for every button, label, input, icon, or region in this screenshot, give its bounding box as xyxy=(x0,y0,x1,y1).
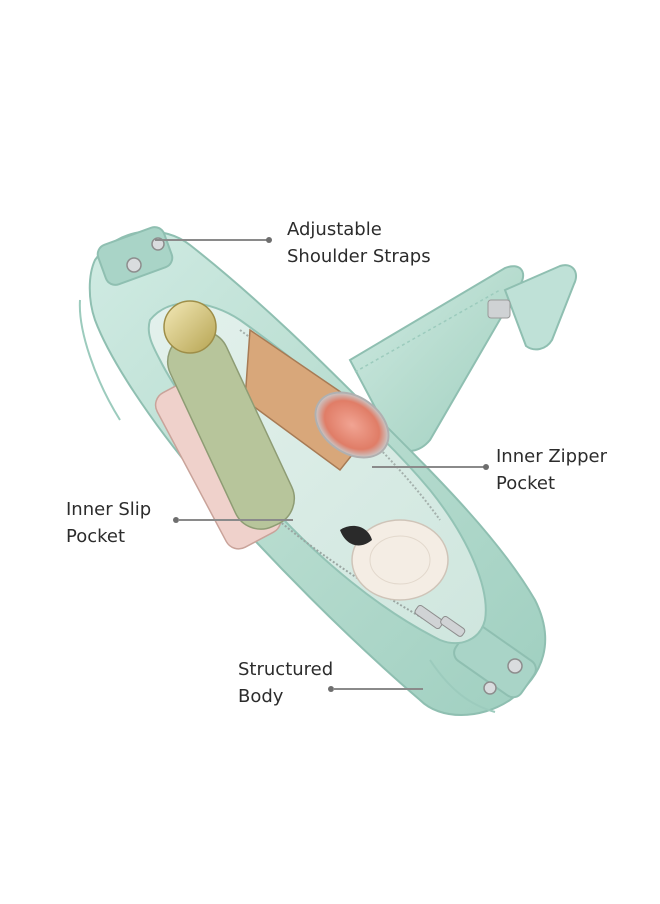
callout-line: Pocket xyxy=(66,526,126,547)
callout-line: Pocket xyxy=(496,473,556,494)
strap-buckle-icon xyxy=(487,299,511,319)
inner-slip-pocket-zipper xyxy=(174,409,441,629)
callout-inner-slip-pocket: Inner Slip Pocket xyxy=(66,496,151,550)
callout-line: Structured xyxy=(238,659,334,680)
callout-adjustable-shoulder-straps: Adjustable Shoulder Straps xyxy=(287,216,431,270)
callout-structured-body: Structured Body xyxy=(238,656,333,710)
body-leader-line xyxy=(333,688,423,690)
shoulder-strap-flap xyxy=(348,264,578,452)
strap-leader-dot xyxy=(266,237,272,243)
cream-jar xyxy=(351,519,449,601)
callout-line: Inner Zipper xyxy=(496,446,607,467)
umbrella-cap xyxy=(163,300,217,354)
callout-line: Body xyxy=(238,686,284,707)
callout-line: Adjustable xyxy=(287,219,382,240)
rivet-icon xyxy=(126,257,142,273)
zipper-pull-icon xyxy=(414,604,444,630)
compact-mirror xyxy=(314,391,390,459)
slip-leader-dot xyxy=(173,517,179,523)
body-leader-dot xyxy=(328,686,334,692)
zipper-leader-dot xyxy=(483,464,489,470)
strap-leader-line xyxy=(155,239,267,241)
zipper-leader-line xyxy=(372,466,484,468)
slip-leader-line xyxy=(178,519,293,521)
callout-line: Inner Slip xyxy=(66,499,152,520)
callout-inner-zipper-pocket: Inner Zipper Pocket xyxy=(496,443,607,497)
bag-interior xyxy=(147,300,487,645)
callout-line: Shoulder Straps xyxy=(287,246,431,267)
